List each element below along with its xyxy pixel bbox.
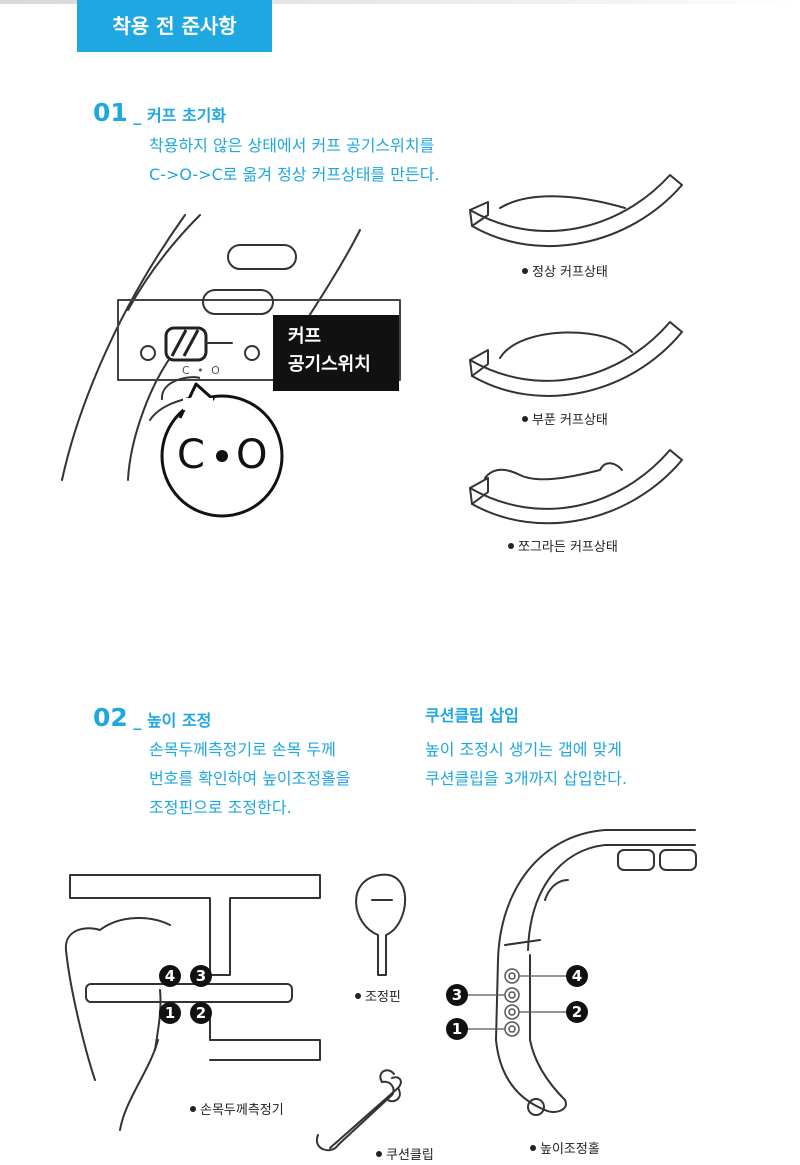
bullet-dot	[508, 543, 514, 549]
step1-dash: _	[127, 106, 147, 125]
step1-number: 01	[93, 98, 128, 127]
marker-3-left-label: 3	[195, 967, 207, 985]
caption-swollen-cuff: 부푼 커프상태	[522, 413, 608, 429]
caption-gauge: 손목두께측정기	[190, 1103, 284, 1119]
bullet-dot	[376, 1151, 382, 1157]
caption-pin-text: 조정핀	[365, 990, 401, 1005]
caption-swollen-text: 부푼 커프상태	[532, 413, 608, 428]
switch-big-o: O	[236, 432, 268, 478]
switch-big-c: C	[177, 432, 205, 478]
bullet-dot	[190, 1106, 196, 1112]
caption-normal-text: 정상 커프상태	[532, 265, 608, 280]
step1-desc-line2: C->O->C로 옮겨 정상 커프상태를 만든다.	[149, 165, 440, 184]
top-rule	[0, 0, 800, 4]
marker-1-right	[446, 1018, 468, 1040]
cushion-desc-line2: 쿠션클립을 3개까지 삽입한다.	[425, 769, 628, 788]
step2-desc-line2: 번호를 확인하여 높이조정홀을	[149, 769, 351, 788]
marker-2-left-label: 2	[195, 1004, 207, 1022]
marker-3-right	[446, 984, 468, 1006]
caption-hole-text: 높이조정홀	[540, 1142, 600, 1157]
caption-pin: 조정핀	[355, 990, 401, 1006]
step2-dash: _	[127, 711, 147, 730]
cuff-device-illustration	[61, 214, 401, 518]
step2-desc-line3: 조정핀으로 조정한다.	[149, 798, 292, 817]
caption-wrinkled-cuff: 쪼그라든 커프상태	[508, 540, 618, 556]
cuff-wrinkled-illustration	[469, 449, 683, 525]
marker-3-left	[190, 965, 212, 987]
caption-wrinkled-text: 쪼그라든 커프상태	[518, 540, 618, 555]
step2-number: 02	[93, 703, 128, 732]
marker-4-left-label: 4	[164, 967, 176, 985]
caption-hole: 높이조정홀	[530, 1142, 600, 1158]
callout-line2: 공기스위치	[288, 354, 371, 375]
callout-line1: 커프	[288, 326, 322, 347]
caption-clip-text: 쿠션클립	[386, 1148, 434, 1163]
step2-title: 높이 조정	[146, 711, 212, 730]
cushion-desc-line1: 높이 조정시 생기는 갭에 맞게	[425, 740, 622, 759]
bullet-dot	[355, 993, 361, 999]
cuff-swollen-illustration	[469, 321, 683, 397]
caption-gauge-text: 손목두께측정기	[200, 1103, 284, 1118]
air-switch-callout: 커프 공기스위치	[273, 315, 399, 391]
caption-clip: 쿠션클립	[376, 1148, 434, 1164]
bullet-dot	[530, 1145, 536, 1151]
step1-desc-line1: 착용하지 않은 상태에서 커프 공기스위치를	[149, 136, 435, 155]
marker-1-left	[159, 1002, 181, 1024]
cuff-normal-illustration	[469, 174, 683, 247]
marker-2-right	[566, 1001, 588, 1023]
marker-1-left-label: 1	[164, 1004, 176, 1022]
bullet-dot	[522, 268, 528, 274]
marker-1-right-label: 1	[451, 1020, 463, 1038]
marker-4-left	[159, 965, 181, 987]
step2-heading: 02 _ 높이 조정	[93, 705, 211, 731]
step1-heading: 01 _ 커프 초기화	[93, 100, 226, 126]
marker-4-right	[566, 965, 588, 987]
section-header-tab: 착용 전 준사항	[77, 0, 272, 52]
switch-small-label: C • O	[182, 364, 222, 377]
marker-2-right-label: 2	[571, 1003, 583, 1021]
marker-2-left	[190, 1002, 212, 1024]
marker-4-right-label: 4	[571, 967, 583, 985]
marker-3-right-label: 3	[451, 986, 463, 1004]
step2-desc-line1: 손목두께측정기로 손목 두께	[149, 740, 336, 759]
cushion-title: 쿠션클립 삽입	[425, 706, 519, 725]
bullet-dot	[522, 416, 528, 422]
step1-title: 커프 초기화	[146, 106, 227, 125]
caption-normal-cuff: 정상 커프상태	[522, 265, 608, 281]
